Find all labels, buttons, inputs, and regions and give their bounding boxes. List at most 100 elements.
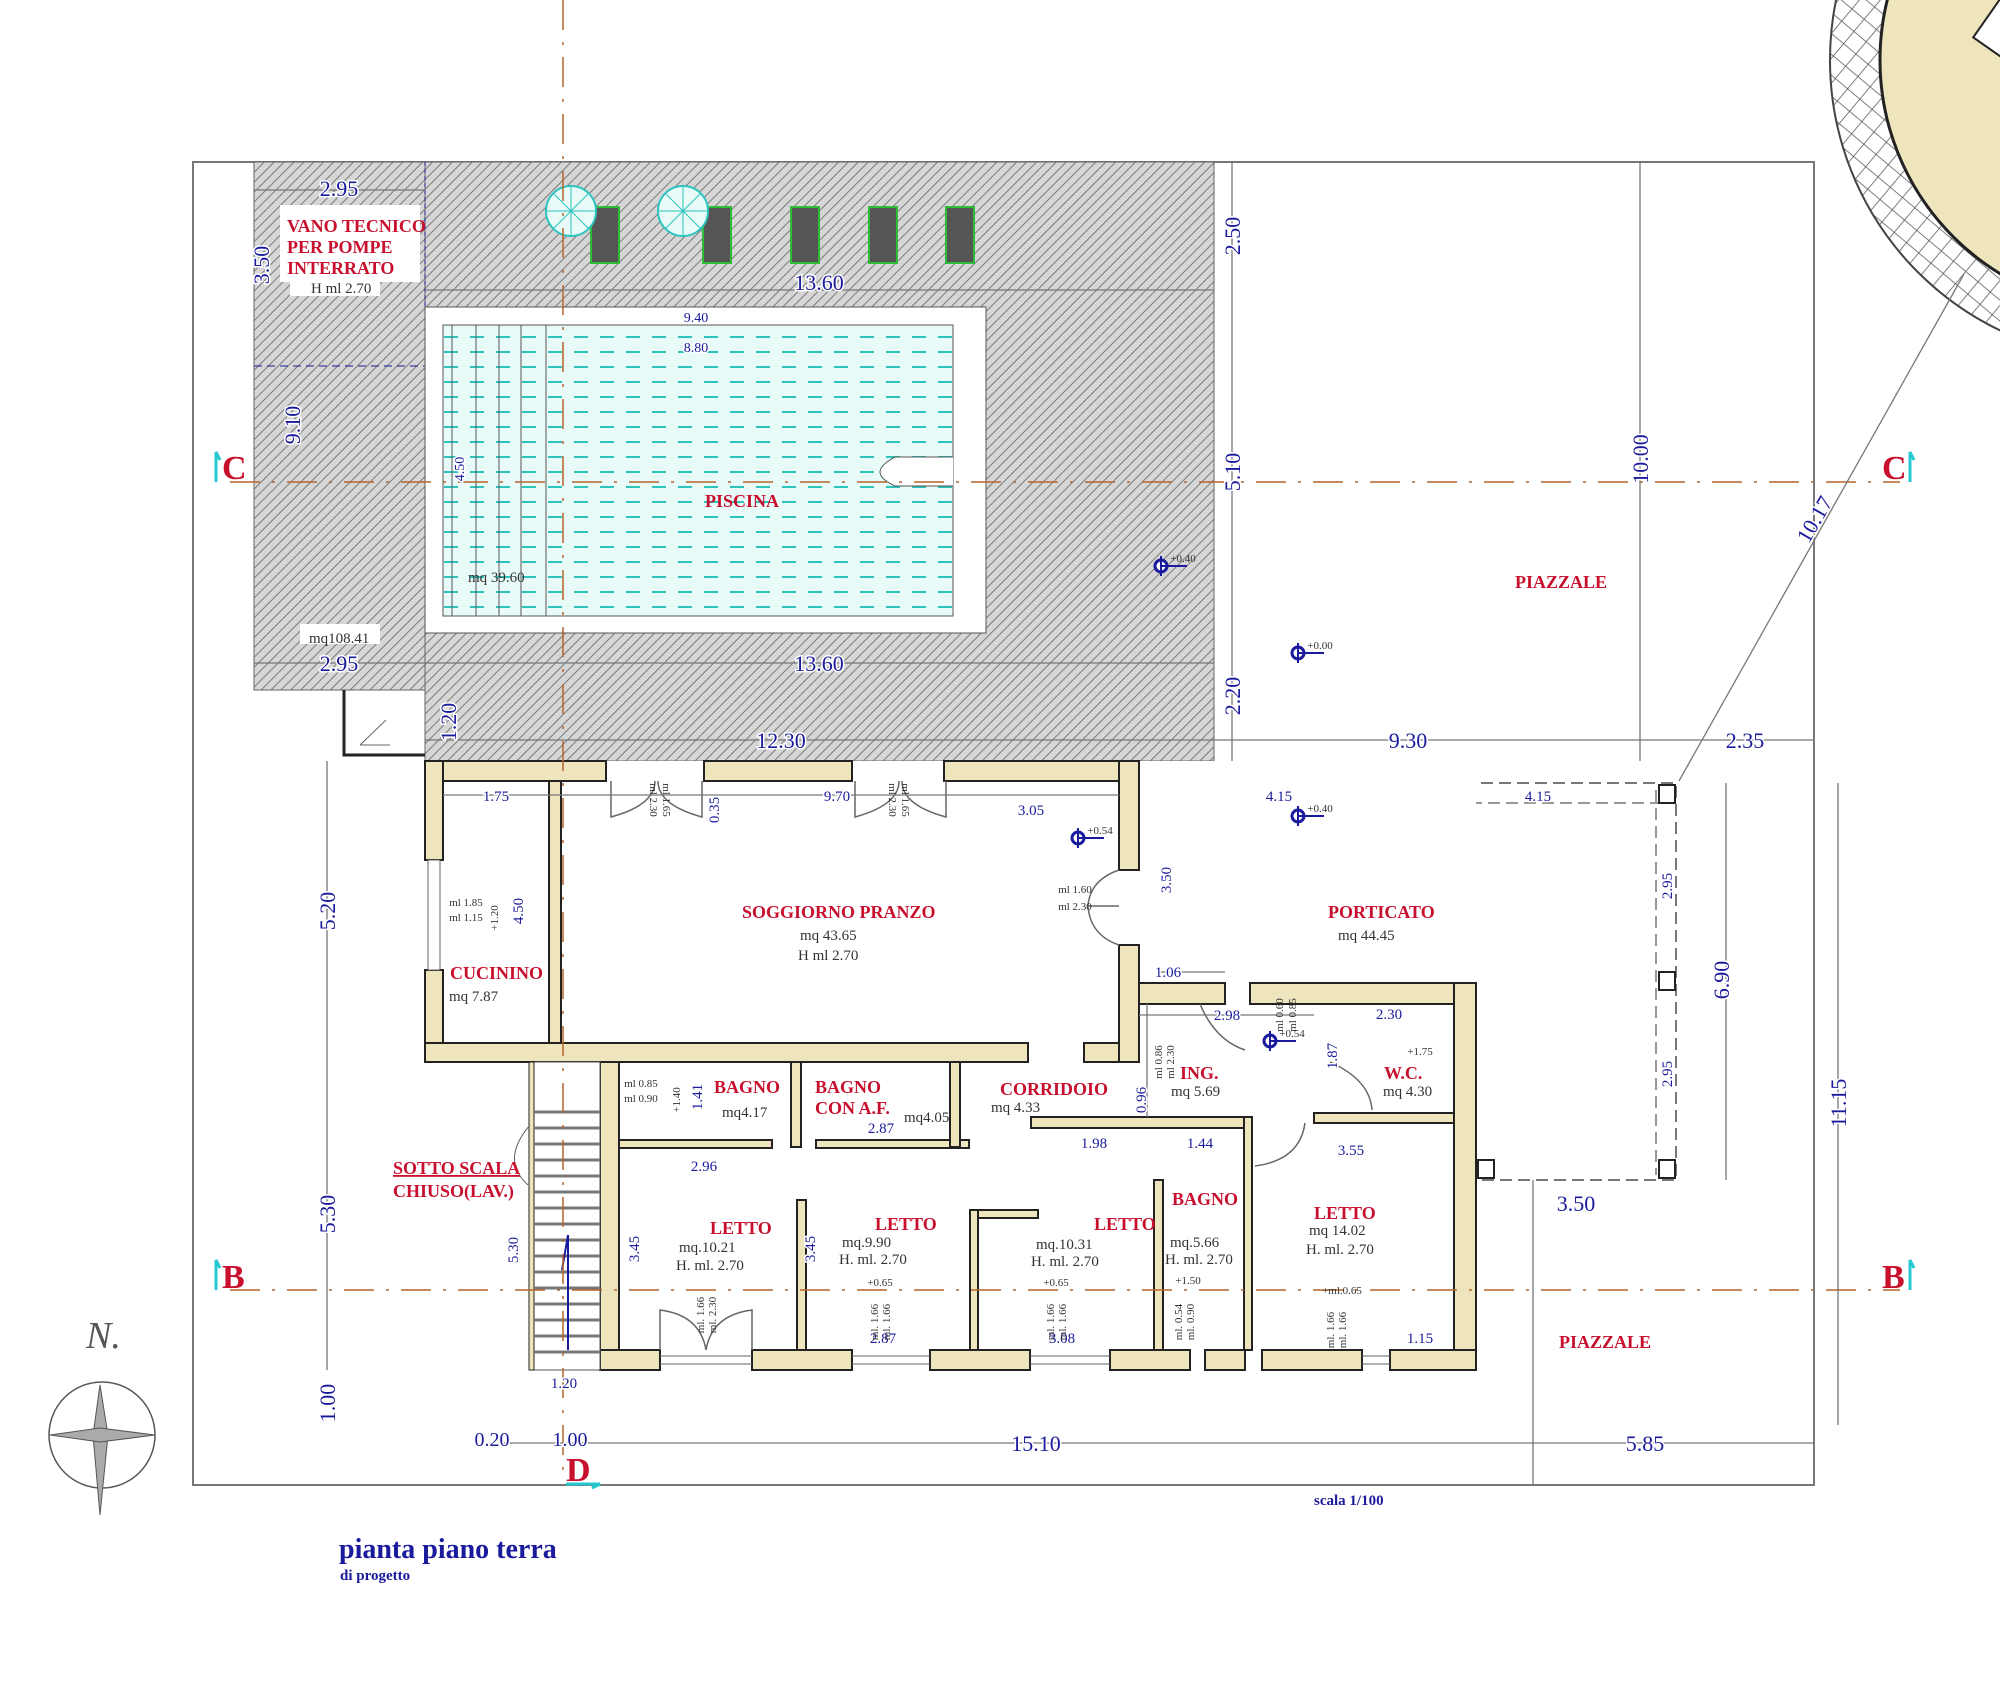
dimension-label: 3.05 [1018,803,1044,819]
bagno-af-area: mq4.05 [904,1110,949,1126]
dimension-label: 1.75 [483,789,509,805]
opening-annotation: ml 2.30 [1165,1045,1177,1079]
dimension-label: 2.95 [320,651,359,676]
section-b-right: B [1882,1259,1905,1296]
bagno-label: BAGNO [714,1077,780,1097]
dimension-label: 12.30 [756,728,806,753]
elevation-leader [1297,643,1324,663]
opening-annotation: +1.40 [671,1087,683,1113]
cucinino-label: CUCININO [450,963,543,983]
drawing-subtitle: di progetto [340,1568,410,1584]
sunbeds [545,185,975,264]
piscina-label: PISCINA [705,491,779,511]
porticato-label: PORTICATO [1328,902,1435,922]
ingresso-area: mq 5.69 [1171,1084,1220,1100]
dimension-label: 3.08 [1049,1331,1075,1347]
dimension-label: 9.10 [280,406,305,445]
dimension-label: 0.96 [1134,1086,1150,1113]
section-b-left: B [222,1259,245,1296]
dimension-label: 2.98 [1214,1008,1240,1024]
dimension-lines [254,162,1965,1444]
letto3-label: LETTO [1094,1214,1156,1234]
letto4-area: mq 14.02 [1309,1223,1366,1239]
dimension-label: 3.50 [1159,867,1175,893]
vano-tecnico-label-3: INTERRATO [287,258,394,278]
opening-annotation: ml 0.85 [1287,998,1299,1032]
round-garden-feature [1829,0,2000,332]
opening-annotation: +1.20 [489,905,501,931]
dimension-label: 5.20 [315,892,340,931]
dimension-label: 6.90 [1709,961,1734,1000]
corridoio-label: CORRIDOIO [1000,1079,1108,1099]
opening-annotation: ml. 1.66 [869,1303,881,1340]
bagno2-area: mq.5.66 [1170,1235,1220,1251]
soggiorno-area: mq 43.65 [800,928,857,944]
elevation-markers: +0.40+0.00+0.40+0.54+0.54 [1070,553,1333,1051]
opening-annotation: +ml.0.65 [1322,1285,1362,1297]
dimension-label: 13.60 [794,270,844,295]
elevation-label: +0.54 [1279,1028,1305,1040]
opening-annotation: ml. 1.66 [881,1303,893,1340]
dimension-label: 2.95 [1660,1061,1676,1087]
soggiorno-height: H ml 2.70 [798,948,858,964]
elevation-label: +0.54 [1087,825,1113,837]
dimension-label: 11.15 [1826,1079,1851,1128]
corridoio-area: mq 4.33 [991,1100,1040,1116]
wc-area: mq 4.30 [1383,1084,1432,1100]
opening-annotation: ml. 0.90 [1185,1303,1197,1340]
dimension-label: 4.15 [1266,789,1292,805]
letto4-height: H. ml. 2.70 [1306,1242,1374,1258]
wc-label: W.C. [1384,1063,1422,1083]
dimension-label: 0.20 [475,1429,510,1451]
opening-annotation: ml 1.85 [449,897,483,909]
elevation-label: +0.00 [1307,640,1333,652]
dimension-label: 1.98 [1081,1136,1107,1152]
opening-annotation: ml. 1.66 [1337,1311,1349,1348]
opening-annotation: ml. 0.54 [1173,1303,1185,1340]
dimension-label: 3.50 [249,246,274,285]
bagno2-height: H. ml. 2.70 [1165,1252,1233,1268]
section-c-left: C [222,450,247,487]
elevation-label: +0.40 [1307,803,1333,815]
opening-annotation: ml 1.15 [449,912,483,924]
bagno-af-label-1: BAGNO [815,1077,881,1097]
opening-annotation: ml. 1.66 [1045,1303,1057,1340]
opening-annotation: ml 0.86 [1153,1045,1165,1079]
piazzale-label-north: PIAZZALE [1515,572,1607,592]
opening-annotation: ml 2.30 [1058,901,1092,913]
opening-annotation: ml. 2.30 [707,1296,719,1333]
opening-annotation: ml 2.30 [886,783,898,817]
dimension-label: 13.60 [794,651,844,676]
dimension-label: 1.44 [1187,1136,1214,1152]
letto3-area: mq.10.31 [1036,1237,1093,1253]
walls [424,760,1477,1371]
bagno-area: mq4.17 [722,1105,768,1121]
dimension-label: 1.41 [690,1084,706,1110]
dimension-label: 15.10 [1011,1431,1061,1456]
scale-label: scala 1/100 [1314,1493,1384,1509]
vano-tecnico-label-2: PER POMPE [287,237,393,257]
elevation-leader [1269,1031,1296,1051]
dimension-label: 5.30 [506,1237,522,1263]
dimension-label: 9.70 [824,789,850,805]
dimension-label: 1.06 [1155,965,1182,981]
drawing-title: pianta piano terra [339,1534,557,1565]
letto3-height: H. ml. 2.70 [1031,1254,1099,1270]
dimension-label: 2.87 [868,1121,895,1137]
dimension-label: 1.87 [1325,1042,1341,1069]
dimension-label: 3.50 [1557,1191,1596,1216]
staircase [514,1061,601,1371]
ingresso-label: ING. [1180,1063,1219,1083]
dimension-label: 5.30 [315,1195,340,1234]
doors [610,780,1373,1351]
dimension-label: 1.00 [553,1429,588,1451]
dimension-label: 4.50 [453,457,468,482]
dimension-label: 2.35 [1726,728,1765,753]
letto2-area: mq.9.90 [842,1235,891,1251]
dimension-label: 0.35 [707,797,723,823]
opening-annotation: ml 0.60 [1274,998,1286,1032]
dimension-label: 8.80 [684,341,709,356]
